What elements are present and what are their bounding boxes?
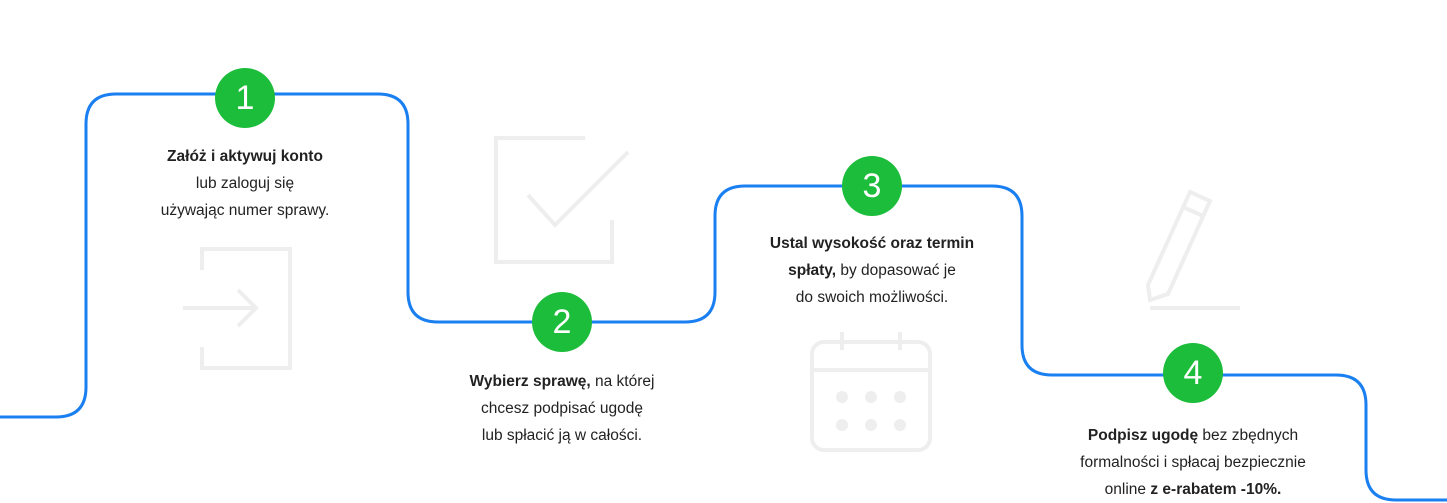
step-4-bold-3: z e-rabatem -10%. bbox=[1150, 481, 1282, 498]
step-4-bold: Podpisz ugodę bbox=[1087, 427, 1199, 444]
step-2-badge: 2 bbox=[532, 292, 592, 352]
calendar-icon bbox=[810, 332, 932, 452]
step-2-line-3: lub spłacić ją w całości. bbox=[481, 427, 643, 444]
step-3-bold-2: spłaty, bbox=[788, 262, 837, 279]
step-4-description: Podpisz ugodę bez zbędnych formalności i… bbox=[1033, 422, 1353, 503]
checkbox-icon bbox=[494, 136, 630, 264]
step-3-bold: Ustal wysokość oraz termin bbox=[769, 235, 975, 252]
step-1-line-2: lub zaloguj się bbox=[195, 175, 295, 192]
step-1-badge: 1 bbox=[215, 68, 275, 128]
step-3-line-3: do swoich możliwości. bbox=[795, 289, 949, 306]
step-2-bold: Wybierz sprawę, bbox=[469, 373, 591, 390]
step-4-text-3: online bbox=[1104, 481, 1151, 498]
pencil-icon bbox=[1145, 189, 1240, 310]
process-path-line bbox=[0, 92, 1447, 502]
step-3-text-2: by dopasować je bbox=[836, 262, 956, 279]
step-3-badge: 3 bbox=[842, 156, 902, 216]
step-3-description: Ustal wysokość oraz termin spłaty, by do… bbox=[712, 230, 1032, 311]
login-icon bbox=[183, 247, 292, 370]
step-2-line-2: chcesz podpisać ugodę bbox=[480, 400, 643, 417]
step-1-line-3: używając numer sprawy. bbox=[160, 202, 330, 219]
step-1-bold: Załóż i aktywuj konto bbox=[167, 148, 323, 165]
step-1-description: Załóż i aktywuj konto lub zaloguj się uż… bbox=[85, 143, 405, 224]
step-4-line-2: formalności i spłacaj bezpiecznie bbox=[1080, 454, 1306, 471]
step-4-text: bez zbędnych bbox=[1198, 427, 1299, 444]
step-4-badge: 4 bbox=[1163, 343, 1223, 403]
step-2-text: na której bbox=[590, 373, 655, 390]
step-2-description: Wybierz sprawę, na której chcesz podpisa… bbox=[402, 368, 722, 449]
